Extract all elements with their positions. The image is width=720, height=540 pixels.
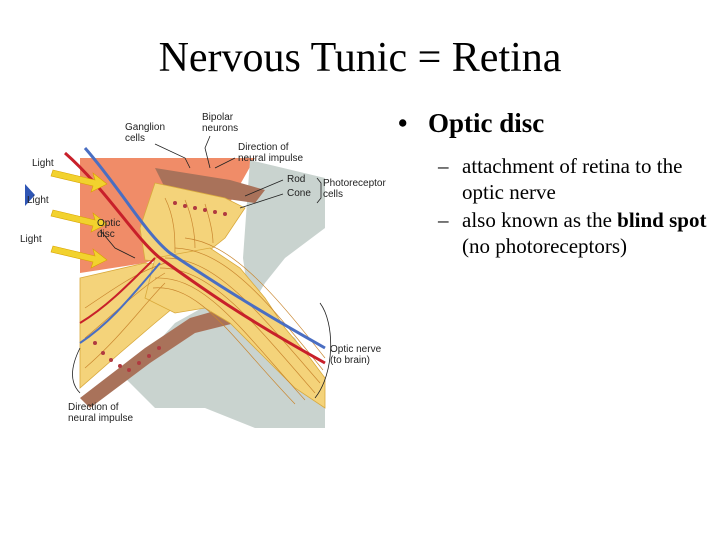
- blue-arrow-icon: [25, 184, 35, 206]
- optic-nerve: [144, 247, 326, 409]
- vein: [83, 147, 326, 350]
- label-photoreceptor-cells: Photoreceptor cells: [323, 178, 386, 200]
- label-rod: Rod: [287, 174, 306, 185]
- label-direction-bottom: Direction of neural impulse: [68, 402, 134, 424]
- label-light-1: Light: [32, 158, 54, 169]
- artery-branch: [79, 257, 156, 324]
- vein-branch: [79, 262, 161, 344]
- label-optic-disc: Optic disc: [97, 218, 121, 240]
- photoreceptor-dots: [93, 201, 227, 372]
- bullet-optic-disc: • Optic disc: [398, 108, 720, 139]
- pigment-layer-bottom: [80, 308, 235, 408]
- label-direction-top: Direction of neural impulse: [238, 142, 304, 164]
- pigment-layer-top: [155, 168, 265, 203]
- sub-bullet-bold-spot: spot: [669, 208, 707, 232]
- bullet-text: Optic disc: [428, 108, 545, 138]
- dash: –: [438, 208, 449, 232]
- sub-bullet-text-2a: also known as the: [462, 208, 618, 232]
- label-optic-nerve: Optic nerve (to brain): [330, 344, 382, 366]
- label-light-2: Light: [27, 195, 49, 206]
- bullet-list: • Optic disc – attachment of retina to t…: [398, 108, 720, 259]
- dash: –: [438, 154, 449, 178]
- bullet-dot: •: [398, 108, 408, 138]
- sub-bullet-bold-blind: blind: [617, 208, 664, 232]
- retina-diagram: Ganglion cells Bipolar neurons Direction…: [20, 108, 415, 438]
- label-light-3: Light: [20, 234, 42, 245]
- artery: [64, 151, 326, 365]
- sub-bullet-blind-spot: – also known as the blind spot (no photo…: [398, 207, 720, 259]
- label-bipolar-neurons: Bipolar neurons: [202, 112, 239, 134]
- retina-illustration: [25, 135, 332, 428]
- sub-bullet-text-1: attachment of retina to the optic nerve: [462, 154, 683, 204]
- slide-title: Nervous Tunic = Retina: [158, 35, 562, 81]
- sub-bullet-attachment: – attachment of retina to the optic nerv…: [398, 153, 720, 205]
- leader-lines: [72, 135, 332, 399]
- light-arrows: [50, 169, 108, 269]
- sheath-upper: [243, 160, 325, 308]
- sub-bullet-text-2b: (no photoreceptors): [462, 234, 628, 258]
- label-ganglion-cells: Ganglion cells: [125, 122, 166, 144]
- label-cone: Cone: [287, 188, 311, 199]
